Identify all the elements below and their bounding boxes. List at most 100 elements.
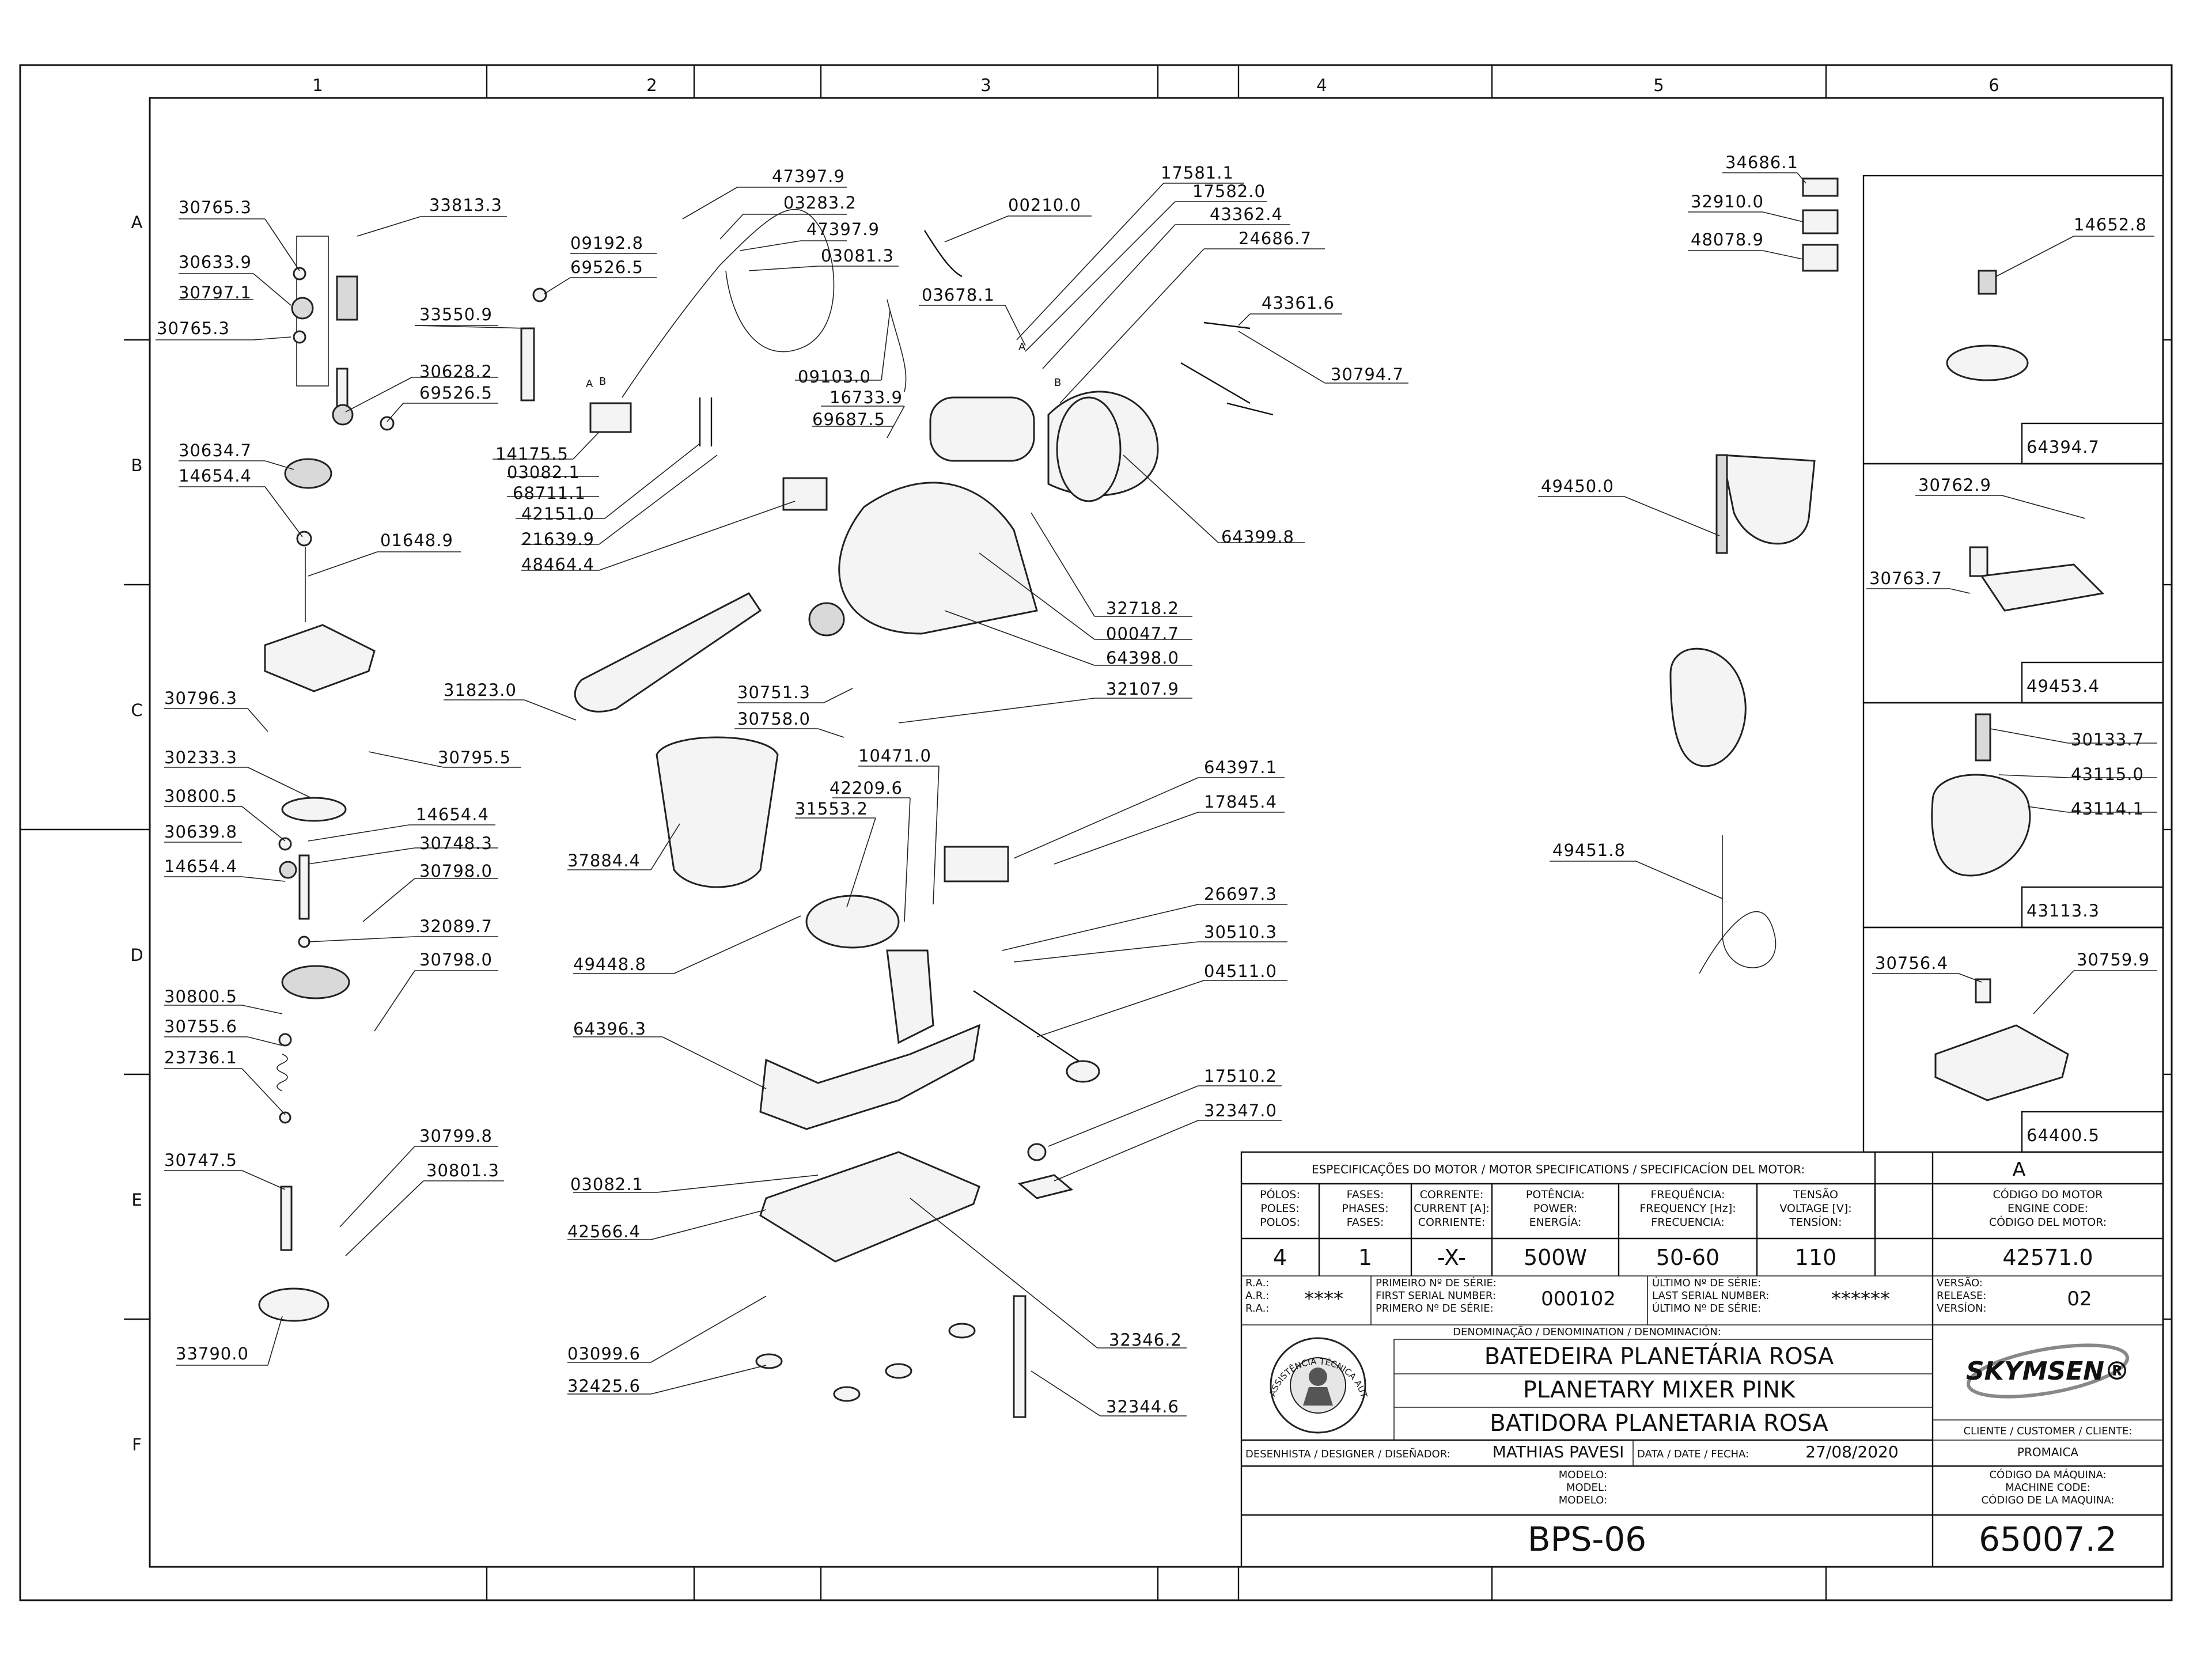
release-label: VERSÃO: — [1937, 1277, 1983, 1289]
inset-code: 43113.3 — [2027, 901, 2100, 921]
date-label: DATA / DATE / FECHA: — [1637, 1448, 1749, 1460]
spec-label: POLES: — [1260, 1202, 1299, 1215]
part-number-label: 43362.4 — [1210, 204, 1283, 224]
part-callouts: 30765.3 33813.3 30633.9 30797.1 30765.3 … — [157, 153, 2150, 1416]
designer-name: MATHIAS PAVESI — [1493, 1442, 1624, 1461]
part-number-label: 03082.1 — [507, 463, 580, 482]
machine-code-label: CÓDIGO DE LA MAQUINA: — [1982, 1494, 2115, 1506]
part-number-label: 30762.9 — [1918, 475, 1991, 495]
part-number-label: 17582.0 — [1192, 181, 1266, 201]
title-block: ESPECIFICAÇÕES DO MOTOR / MOTOR SPECIFIC… — [0, 0, 2164, 1568]
denomination-label: DENOMINAÇÃO / DENOMINATION / DENOMINACIÓ… — [1453, 1325, 1721, 1338]
part-number-label: 03081.3 — [821, 246, 894, 266]
model-label: MODELO: — [1559, 1469, 1607, 1481]
spec-label: FRECUENCIA: — [1651, 1216, 1724, 1229]
motor-spec-header: ESPECIFICAÇÕES DO MOTOR / MOTOR SPECIFIC… — [1312, 1162, 1805, 1176]
last-serial-label: ÚLTIMO Nº DE SÉRIE: — [1652, 1302, 1761, 1315]
release-label: RELEASE: — [1937, 1290, 1986, 1302]
reference-mark: B — [1054, 377, 1061, 389]
spec-label: POTÊNCIA: — [1526, 1188, 1585, 1201]
part-number-label: 49448.8 — [573, 955, 646, 974]
part-number-label: 48078.9 — [1691, 230, 1764, 249]
date-value: 27/08/2020 — [1805, 1442, 1898, 1461]
spec-label: TENSÃO — [1793, 1188, 1838, 1201]
spec-label: CORRENTE: — [1420, 1188, 1484, 1201]
product-name-en: PLANETARY MIXER PINK — [1523, 1377, 1796, 1403]
product-name-pt: BATEDEIRA PLANETÁRIA ROSA — [1484, 1342, 1834, 1370]
part-number-label: 30747.5 — [164, 1150, 237, 1170]
part-number-label: 30800.5 — [164, 786, 237, 806]
part-number-label: 24686.7 — [1238, 229, 1312, 248]
part-number-label: 69526.5 — [419, 383, 493, 403]
part-number-label: 32910.0 — [1691, 192, 1764, 211]
spec-value-frequency: 50-60 — [1656, 1245, 1719, 1270]
part-number-label: 47397.9 — [772, 166, 845, 186]
part-number-label: 69687.5 — [812, 410, 885, 429]
spec-label: CORRIENTE: — [1418, 1216, 1485, 1229]
part-number-label: 03678.1 — [922, 285, 995, 305]
part-number-label: 30639.8 — [164, 822, 237, 842]
part-number-label: 33790.0 — [176, 1344, 249, 1363]
part-number-label: 30796.3 — [164, 688, 237, 708]
part-number-label: 43114.1 — [2071, 799, 2144, 819]
spec-col-pole-labels: PÓLOS: POLES: POLOS: FASES: PHASES: FASE… — [1260, 1187, 1852, 1229]
part-number-label: 32718.2 — [1106, 599, 1179, 618]
part-number-label: 30759.9 — [2077, 950, 2150, 969]
part-number-label: 14654.4 — [416, 805, 489, 824]
part-number-label: 30797.1 — [179, 283, 252, 302]
spec-label: POLOS: — [1260, 1216, 1300, 1229]
part-number-label: 49451.8 — [1552, 840, 1626, 860]
row-label: A — [131, 213, 143, 232]
spec-label: ENERGÍA: — [1529, 1215, 1582, 1229]
column-label: 2 — [646, 75, 657, 95]
product-name-es: BATIDORA PLANETARIA ROSA — [1490, 1410, 1828, 1437]
part-number-label: 34686.1 — [1725, 153, 1798, 172]
ra-label: A.R.: — [1245, 1290, 1269, 1302]
part-number-label: 31553.2 — [795, 799, 868, 819]
part-number-label: 14175.5 — [495, 444, 569, 464]
spec-label: FASES: — [1347, 1216, 1384, 1229]
part-number-label: 01648.9 — [380, 531, 453, 550]
version-letter: A — [2012, 1158, 2025, 1181]
inset-code: 64400.5 — [2027, 1126, 2100, 1145]
machine-code-label: CÓDIGO DA MÁQUINA: — [1989, 1468, 2106, 1481]
part-number-label: 30801.3 — [426, 1161, 499, 1180]
engine-code-label: CÓDIGO DO MOTOR — [1993, 1187, 2103, 1201]
column-labels: 1 2 3 4 5 6 — [312, 75, 1999, 95]
part-number-label: 17845.4 — [1204, 792, 1277, 812]
part-number-label: 30763.7 — [1869, 569, 1942, 588]
part-number-label: 43115.0 — [2071, 764, 2144, 784]
machine-code: 65007.2 — [1979, 1520, 2117, 1559]
part-number-label: 14654.4 — [164, 857, 237, 876]
part-number-label: 30800.5 — [164, 987, 237, 1006]
part-number-label: 30794.7 — [1331, 365, 1404, 384]
part-number-label: 64397.1 — [1204, 757, 1277, 777]
part-number-label: 33813.3 — [429, 195, 502, 215]
model-value: BPS-06 — [1528, 1520, 1646, 1559]
row-label: C — [131, 700, 143, 720]
spec-label: POWER: — [1533, 1202, 1577, 1215]
part-number-label: 43361.6 — [1262, 293, 1335, 313]
part-number-label: 30634.7 — [179, 441, 252, 460]
designer-label: DESENHISTA / DESIGNER / DISEÑADOR: — [1245, 1448, 1450, 1460]
model-label: MODELO: — [1559, 1494, 1607, 1506]
spec-value-poles: 4 — [1273, 1245, 1287, 1270]
spec-label: CURRENT [A]: — [1414, 1202, 1490, 1215]
part-number-label: 30133.7 — [2071, 730, 2144, 749]
part-number-label: 30233.3 — [164, 748, 237, 767]
reference-mark: A — [586, 378, 593, 390]
part-number-label: 30758.0 — [737, 709, 810, 729]
last-serial: ****** — [1831, 1287, 1890, 1310]
part-number-label: 30751.3 — [737, 683, 810, 702]
part-number-label: 30795.5 — [438, 748, 511, 767]
part-number-label: 64399.8 — [1221, 527, 1294, 547]
reference-mark: A — [1018, 341, 1026, 353]
leader-lines — [156, 172, 2157, 1416]
spec-label: FREQUENCY [Hz]: — [1639, 1202, 1736, 1215]
spec-label: TENSÍON: — [1789, 1215, 1842, 1229]
column-label: 5 — [1653, 75, 1664, 95]
part-number-label: 31823.0 — [444, 680, 517, 700]
spec-label: FASES: — [1347, 1188, 1384, 1201]
part-number-label: 30633.9 — [179, 252, 252, 272]
row-label: E — [131, 1190, 142, 1210]
